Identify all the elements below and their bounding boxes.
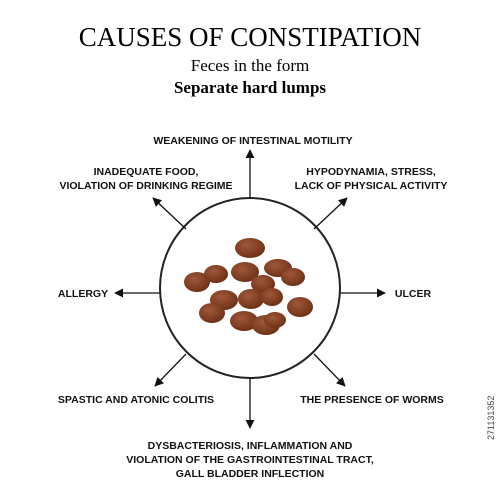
cause-top-right-line2: LACK OF PHYSICAL ACTIVITY	[295, 180, 448, 192]
cause-top-right-line1: HYPODYNAMIA, STRESS,	[306, 166, 436, 178]
stock-id: 271131352	[486, 396, 496, 440]
lump	[261, 288, 283, 306]
lump	[231, 262, 259, 282]
lump	[235, 238, 265, 258]
lump	[281, 268, 305, 286]
cause-bottom-line1: DYSBACTERIOSIS, INFLAMMATION AND	[148, 440, 353, 452]
cause-left: ALLERGY	[58, 288, 108, 300]
cause-top-left-line1: INADEQUATE FOOD,	[94, 166, 199, 178]
arrow-top-right	[313, 197, 348, 230]
cause-bottom-line3: GALL BLADDER INFLECTION	[176, 468, 325, 480]
cause-bottom-right: THE PRESENCE OF WORMS	[300, 394, 444, 406]
hard-lumps-illustration	[184, 238, 313, 335]
arrows	[114, 149, 386, 429]
cause-top: WEAKENING OF INTESTINAL MOTILITY	[153, 135, 352, 147]
subtitle: Feces in the form	[191, 56, 310, 75]
arrow-bottom-left	[154, 353, 187, 387]
lump	[184, 272, 210, 292]
lump	[230, 311, 258, 331]
cause-bottom-left: SPASTIC AND ATONIC COLITIS	[58, 394, 214, 406]
lump	[204, 265, 228, 283]
lump	[264, 312, 286, 328]
lump	[238, 289, 264, 309]
cause-top-left-line2: VIOLATION OF DRINKING REGIME	[59, 180, 232, 192]
lump	[199, 303, 225, 323]
page-title: CAUSES OF CONSTIPATION	[79, 22, 422, 52]
lump	[287, 297, 313, 317]
subtitle-bold: Separate hard lumps	[174, 78, 326, 97]
cause-bottom-line2: VIOLATION OF THE GASTROINTESTINAL TRACT,	[126, 454, 374, 466]
arrow-top-left	[152, 197, 187, 230]
cause-right: ULCER	[395, 288, 432, 300]
arrow-bottom-right	[313, 353, 346, 387]
